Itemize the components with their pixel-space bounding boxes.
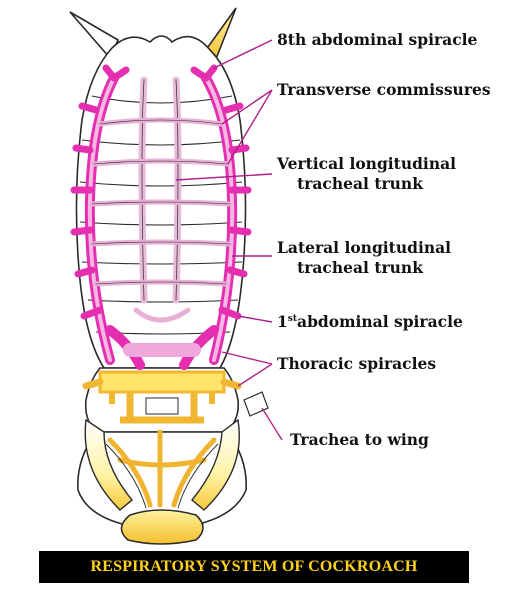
thoracic-network xyxy=(98,370,226,424)
label-trachea-to-wing: Trachea to wing xyxy=(290,430,429,449)
leader-transverse-a xyxy=(221,89,273,125)
spiracle-1-right xyxy=(218,306,242,320)
leader-abd1 xyxy=(237,315,273,323)
label-8th-abdominal-spiracle: 8th abdominal spiracle xyxy=(277,30,478,49)
head-cap xyxy=(120,509,204,545)
label-lateral-longitudinal-trunk: Lateral longitudinal tracheal trunk xyxy=(277,238,452,278)
leader-thoracic-a xyxy=(221,351,273,365)
label-vertical-line1: Vertical longitudinal xyxy=(277,154,457,173)
wing-trachea-outlines xyxy=(105,443,219,509)
label-vertical-longitudinal-trunk: Vertical longitudinal tracheal trunk xyxy=(277,154,457,194)
label-vertical-line2: tracheal trunk xyxy=(297,174,423,193)
wing-trachea-branches xyxy=(107,429,217,508)
wing-tracheae xyxy=(84,418,240,511)
spiracle-8-left xyxy=(102,64,130,82)
label-abd1-text: abdominal spiracle xyxy=(297,312,463,331)
diagram-caption: RESPIRATORY SYSTEM OF COCKROACH xyxy=(39,551,469,583)
trachea-to-wing-tube xyxy=(243,391,269,417)
leader-lines xyxy=(175,39,283,441)
spiracle-1-left xyxy=(80,306,104,320)
leader-vertical xyxy=(175,173,273,181)
spiracles xyxy=(70,64,252,320)
leader-thoracic-b xyxy=(237,363,273,387)
spiracle-8-right xyxy=(190,64,218,82)
label-abd1-suffix: st xyxy=(287,313,298,324)
label-lateral-line1: Lateral longitudinal xyxy=(277,238,452,257)
label-abd1-number: 1 xyxy=(277,312,288,331)
leader-abd8 xyxy=(213,39,273,69)
label-thoracic-spiracles: Thoracic spiracles xyxy=(277,354,437,373)
leader-wing xyxy=(261,407,283,441)
label-lateral-line2: tracheal trunk xyxy=(297,258,423,277)
label-1st-abdominal-spiracle: 1stabdominal spiracle xyxy=(277,312,463,332)
leader-transverse-b xyxy=(227,89,273,165)
label-transverse-commissures: Transverse commissures xyxy=(277,80,491,99)
thoracic-spiracle-stubs xyxy=(82,378,242,390)
